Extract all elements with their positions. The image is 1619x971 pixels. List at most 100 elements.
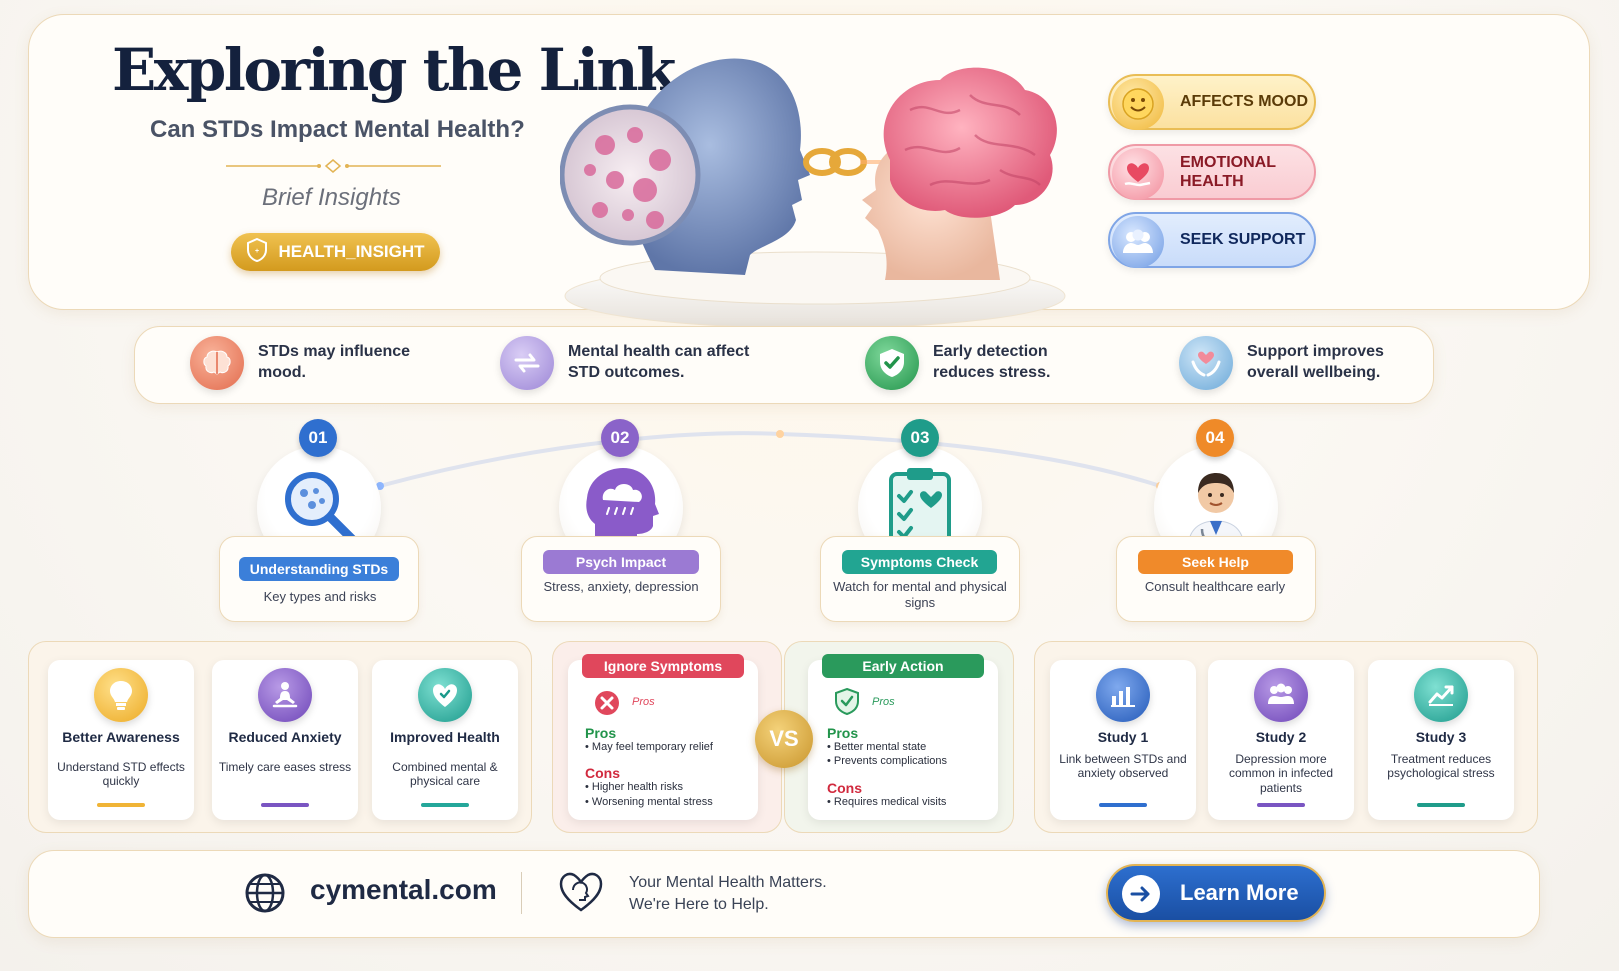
fact-text: STDs may influence mood. <box>258 343 411 381</box>
study-card[interactable]: Study 2 Depression more common in infect… <box>1208 660 1354 820</box>
benefit-card[interactable]: Better Awareness Understand STD effects … <box>48 660 194 820</box>
footer-divider <box>521 872 522 914</box>
heart-shield-icon <box>418 668 472 722</box>
button-label: Learn More <box>1180 880 1299 905</box>
ignore-symptoms-card[interactable]: Ignore Symptoms Pros Pros • May feel tem… <box>568 654 758 820</box>
study-description: Link between STDs and anxiety observed <box>1059 752 1187 781</box>
heart-hand-icon <box>1112 148 1164 200</box>
pill-label: SEEK SUPPORT <box>1180 231 1306 249</box>
steps-connector <box>376 430 1164 490</box>
accent-bar <box>261 803 309 807</box>
ornament-divider <box>226 159 441 173</box>
fact-text: Support improves overall wellbeing. <box>1247 343 1384 381</box>
benefit-title: Improved Health <box>390 729 500 745</box>
group-icon <box>1254 668 1308 722</box>
study-description: Treatment reduces psychological stress <box>1387 752 1495 781</box>
arrow-right-icon <box>1122 875 1160 913</box>
shield-icon: + <box>246 237 268 267</box>
hands-heart-icon <box>1179 336 1233 390</box>
step-number: 01 <box>299 419 337 457</box>
svg-text:+: + <box>255 248 259 255</box>
step-number: 04 <box>1196 419 1234 457</box>
vs-badge: VS <box>755 710 813 768</box>
mini-label: Pros <box>632 696 655 708</box>
pill-label: AFFECTS MOOD <box>1180 93 1308 111</box>
cons-label: Cons <box>827 780 862 796</box>
pill-label: EMOTIONAL HEALTH <box>1180 153 1276 190</box>
insights-label: Brief Insights <box>262 184 401 211</box>
step-description: Key types and risks <box>263 589 377 604</box>
cycle-arrows-icon <box>500 336 554 390</box>
shield-check-icon <box>834 687 860 721</box>
accent-bar <box>421 803 469 807</box>
heart-head-icon <box>557 866 605 921</box>
learn-more-button[interactable]: Learn More <box>1106 864 1326 922</box>
footer-message: Your Mental Health Matters. We're Here t… <box>629 872 827 915</box>
globe-icon <box>243 871 287 920</box>
head-brain-illustration <box>560 58 1066 329</box>
cons-label: Cons <box>585 765 620 781</box>
brain-icon <box>190 336 244 390</box>
badge-label: HEALTH_INSIGHT <box>278 242 425 261</box>
step-description: Consult healthcare early <box>1144 579 1286 594</box>
step-tag: Seek Help <box>1138 550 1293 574</box>
benefit-card[interactable]: Reduced Anxiety Timely care eases stress <box>212 660 358 820</box>
fact-item: Support improves overall wellbeing. <box>1179 336 1427 390</box>
head-cloud-icon <box>581 464 661 553</box>
benefit-card[interactable]: Improved Health Combined mental & physic… <box>372 660 518 820</box>
lightbulb-icon <box>94 668 148 722</box>
step-description: Watch for mental and physical signs <box>833 579 1007 610</box>
people-icon <box>1112 216 1164 268</box>
study-title: Study 3 <box>1415 729 1467 745</box>
mini-label: Pros <box>872 696 895 708</box>
cons-item: • Worsening mental stress <box>585 796 713 808</box>
fact-item: Mental health can affect STD outcomes. <box>500 336 768 390</box>
cons-item: • Requires medical visits <box>827 796 947 808</box>
x-circle-icon <box>594 690 620 721</box>
site-link[interactable]: cymental.com <box>310 874 497 905</box>
benefit-title: Reduced Anxiety <box>228 729 342 745</box>
footer-message-line: We're Here to Help. <box>629 895 769 913</box>
pill-emotional-health[interactable]: EMOTIONAL HEALTH <box>1108 144 1316 200</box>
shield-check-icon <box>865 336 919 390</box>
footer-message-line: Your Mental Health Matters. <box>629 874 827 891</box>
accent-bar <box>1099 803 1147 807</box>
pill-affects-mood[interactable]: AFFECTS MOOD <box>1108 74 1316 130</box>
fact-text: Mental health can affect STD outcomes. <box>568 343 750 381</box>
health-insight-badge[interactable]: + HEALTH_INSIGHT <box>231 233 440 271</box>
early-action-card[interactable]: Early Action Pros Pros • Better mental s… <box>808 654 998 820</box>
clipboard-icon <box>887 466 953 551</box>
accent-bar <box>1257 803 1305 807</box>
trend-line-icon <box>1414 668 1468 722</box>
pros-item: • Better mental state <box>827 741 927 753</box>
step-number: 03 <box>901 419 939 457</box>
accent-bar <box>1417 803 1465 807</box>
cons-item: • Higher health risks <box>585 781 684 793</box>
pill-seek-support[interactable]: SEEK SUPPORT <box>1108 212 1316 268</box>
pros-item: • May feel temporary relief <box>585 741 713 753</box>
step-description: Stress, anxiety, depression <box>543 579 699 594</box>
benefit-title: Better Awareness <box>62 729 180 745</box>
card-header: Early Action <box>822 654 984 678</box>
page-title: Exploring the Link <box>112 36 676 104</box>
study-title: Study 1 <box>1097 729 1149 745</box>
pros-label: Pros <box>827 725 859 741</box>
smiley-icon <box>1112 78 1164 130</box>
study-card[interactable]: Study 3 Treatment reduces psychological … <box>1368 660 1514 820</box>
step-tag: Understanding STDs <box>239 557 399 581</box>
step-tag: Symptoms Check <box>842 550 997 574</box>
page-subtitle: Can STDs Impact Mental Health? <box>150 116 525 143</box>
meditation-icon <box>258 668 312 722</box>
pros-label: Pros <box>585 725 617 741</box>
step-number: 02 <box>601 419 639 457</box>
magnifier-icon <box>276 463 362 554</box>
bar-chart-icon <box>1096 668 1150 722</box>
study-card[interactable]: Study 1 Link between STDs and anxiety ob… <box>1050 660 1196 820</box>
pros-item: • Prevents complications <box>827 755 948 767</box>
fact-text: Early detection reduces stress. <box>933 343 1051 381</box>
benefit-description: Timely care eases stress <box>218 760 352 774</box>
step-tag: Psych Impact <box>543 550 699 574</box>
study-description: Depression more common in infected patie… <box>1228 752 1334 795</box>
card-header: Ignore Symptoms <box>582 654 744 678</box>
fact-item: Early detection reduces stress. <box>865 336 1113 390</box>
